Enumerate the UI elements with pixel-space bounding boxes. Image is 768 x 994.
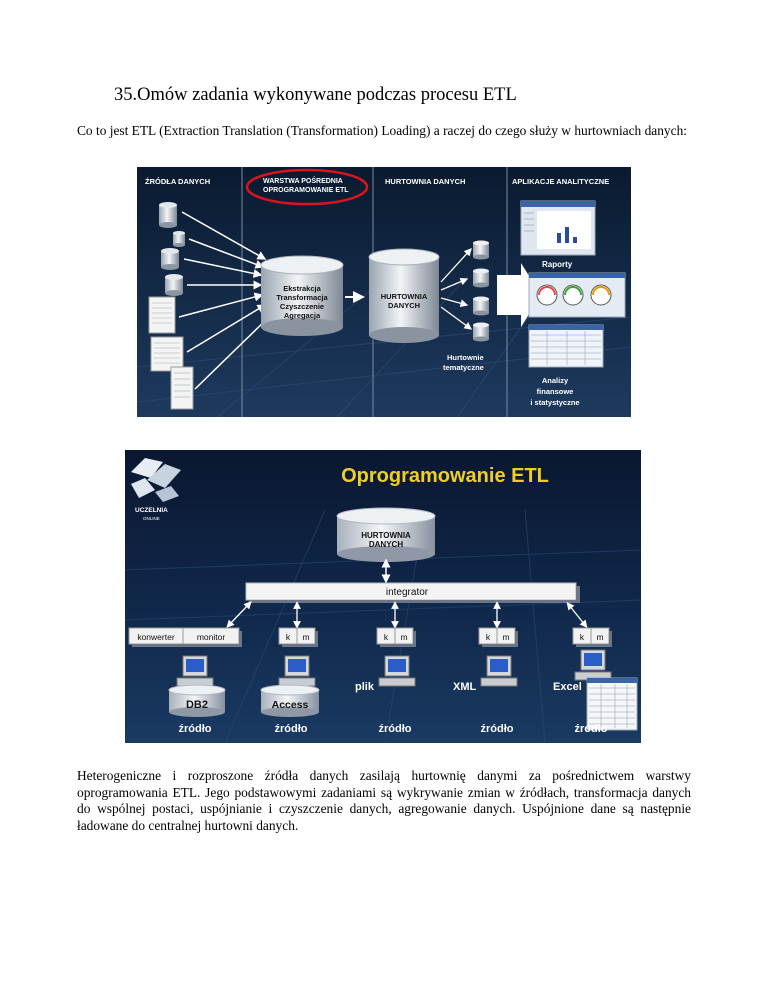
warehouse-label-1: HURTOWNIA	[361, 531, 411, 540]
analyses-label-1: Analizy	[542, 376, 569, 385]
k-label: k	[486, 632, 491, 642]
reports-label: Raporty	[542, 260, 573, 269]
spreadsheet-screenshot	[586, 677, 638, 731]
computer-icon	[574, 649, 612, 681]
k-label: k	[286, 632, 291, 642]
warehouse-label-2: DANYCH	[369, 540, 403, 549]
xml-label: XML	[453, 681, 477, 693]
data-mart-icon	[473, 240, 489, 260]
source-db-icon	[173, 231, 185, 247]
highlight-ring	[245, 168, 369, 206]
etl-architecture-figure: ŹRÓDŁA DANYCH WARSTWA POŚREDNIA OPROGRAM…	[137, 167, 631, 417]
marts-label-1: Hurtownie	[447, 353, 484, 362]
outro-paragraph: Heterogeniczne i rozproszone źródła dany…	[77, 768, 691, 833]
intro-paragraph: Co to jest ETL (Extraction Translation (…	[77, 123, 687, 138]
excel-label: Excel	[553, 681, 582, 693]
monitor-label: monitor	[197, 632, 226, 642]
computer-icon	[378, 655, 416, 687]
col-middle-label-1: WARSTWA POŚREDNIA	[263, 176, 343, 185]
km-box	[572, 627, 612, 647]
warehouse-cylinder	[336, 507, 436, 562]
konwerter-monitor-box	[128, 627, 242, 647]
k-label: k	[580, 632, 585, 642]
m-label: m	[400, 632, 407, 642]
data-mart-icon	[473, 268, 489, 288]
source-db-icon	[159, 202, 177, 228]
computer-icon	[480, 655, 518, 687]
analyses-label-3: i statystyczne	[530, 398, 579, 407]
source-label: źródło	[379, 723, 412, 735]
db2-label: DB2	[186, 699, 208, 711]
col-sources-label: ŹRÓDŁA DANYCH	[145, 177, 210, 186]
db2-cylinder	[168, 684, 226, 717]
university-logo-icon	[131, 458, 181, 502]
source-label: źródło	[481, 723, 514, 735]
konwerter-label: konwerter	[137, 632, 174, 642]
data-mart-icon	[473, 322, 489, 342]
etl-step-2: Transformacja	[276, 293, 328, 302]
etl-process-cylinder	[260, 255, 344, 336]
m-label: m	[502, 632, 509, 642]
logo-text-2: ONLINE	[143, 516, 160, 521]
source-db-icon	[161, 248, 179, 270]
etl-step-4: Agregacja	[284, 311, 321, 320]
logo-text-1: UCZELNIA	[135, 507, 168, 514]
analysis-screenshot	[528, 324, 604, 368]
col-warehouse-label: HURTOWNIA DANYCH	[385, 177, 465, 186]
col-middle-label-2: OPROGRAMOWANIE ETL	[263, 187, 349, 194]
computer-icon	[278, 655, 316, 687]
access-label: Access	[272, 699, 309, 711]
etl-step-1: Ekstrakcja	[283, 284, 321, 293]
dashboard-screenshot	[528, 272, 626, 318]
access-cylinder	[260, 684, 320, 717]
source-document-icon	[148, 296, 194, 410]
source-label: źródło	[179, 723, 212, 735]
m-label: m	[596, 632, 603, 642]
km-box	[478, 627, 518, 647]
k-label: k	[384, 632, 389, 642]
warehouse-cylinder	[368, 248, 440, 343]
plik-label: plik	[355, 681, 375, 693]
km-box	[278, 627, 318, 647]
warehouse-label-1: HURTOWNIA	[381, 292, 428, 301]
data-mart-icon	[473, 296, 489, 316]
report-screenshot	[520, 200, 596, 256]
m-label: m	[302, 632, 309, 642]
km-box	[376, 627, 416, 647]
question-heading: 35.Omów zadania wykonywane podczas proce…	[114, 85, 517, 105]
figure-title: Oprogramowanie ETL	[341, 465, 549, 487]
analyses-label-2: finansowe	[537, 387, 574, 396]
etl-step-3: Czyszczenie	[280, 302, 324, 311]
warehouse-label-2: DANYCH	[388, 301, 420, 310]
integrator-label: integrator	[386, 587, 429, 598]
source-label: źródło	[275, 723, 308, 735]
source-db-icon	[165, 274, 183, 296]
etl-software-figure: UCZELNIA ONLINE Oprogramowanie ETL HURTO…	[125, 450, 641, 743]
source-label: źródło	[575, 723, 608, 735]
marts-label-2: tematyczne	[443, 363, 484, 372]
col-apps-label: APLIKACJE ANALITYCZNE	[512, 177, 609, 186]
